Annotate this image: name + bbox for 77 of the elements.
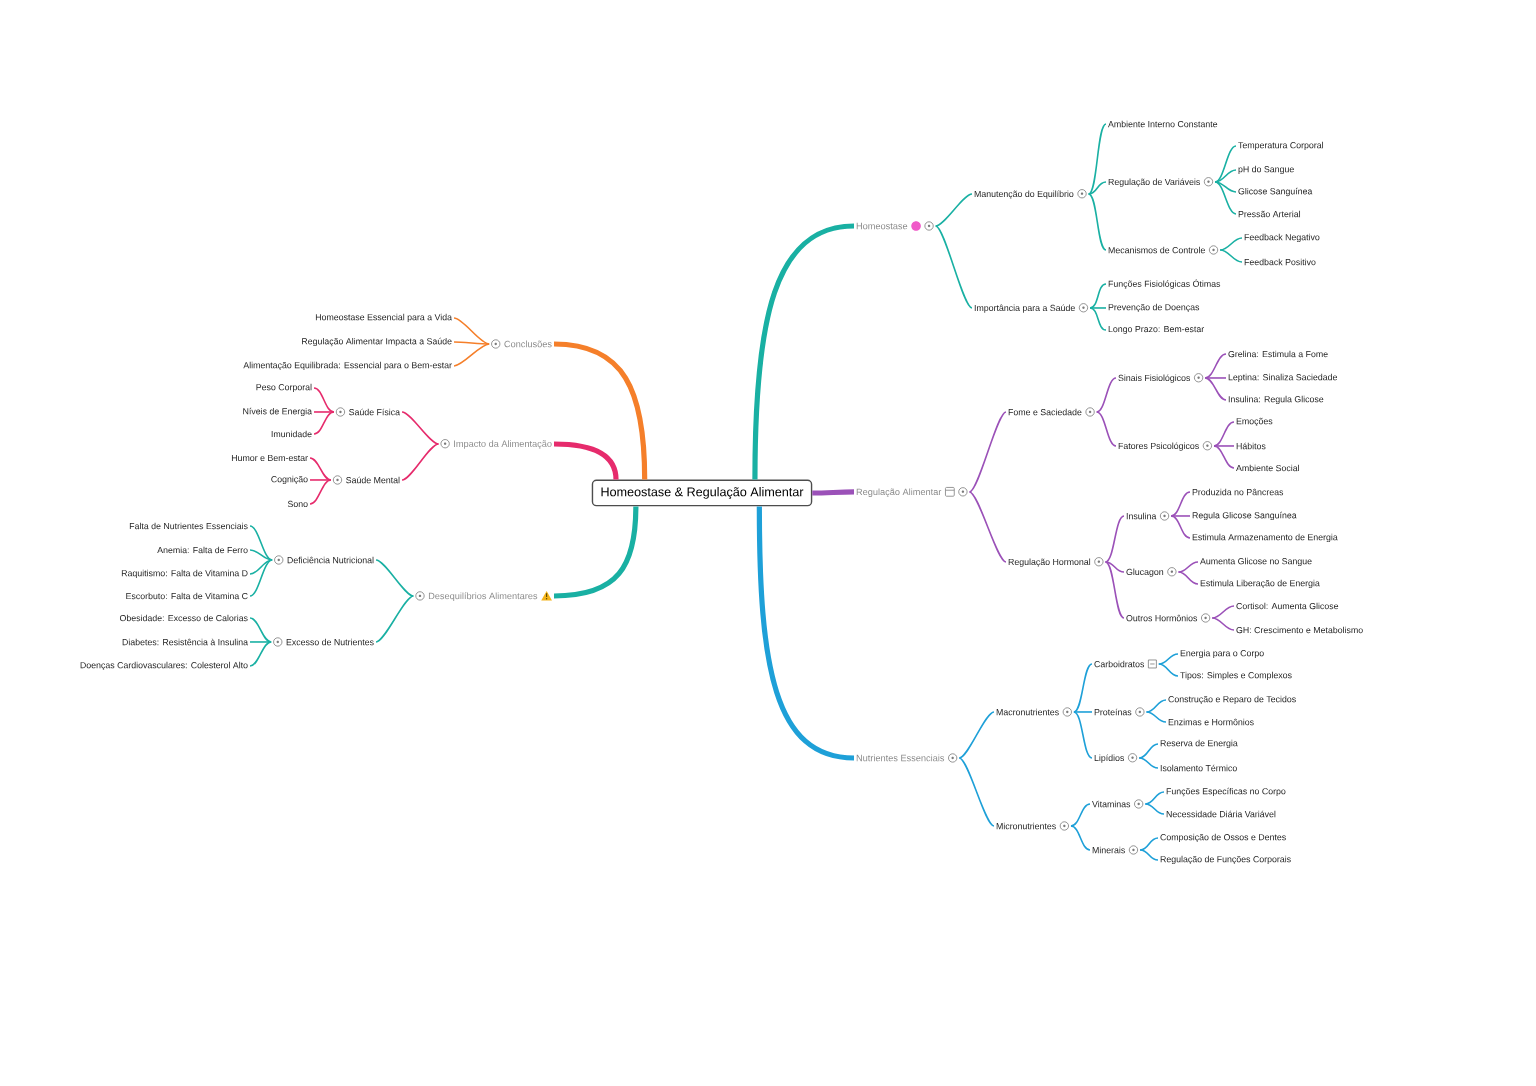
branch-line bbox=[1219, 237, 1243, 251]
branch-line bbox=[1139, 849, 1159, 861]
branch-line bbox=[453, 341, 490, 345]
branch-line bbox=[313, 387, 335, 413]
branch-line bbox=[1145, 711, 1167, 723]
branch-line bbox=[1070, 825, 1091, 851]
branch-line bbox=[1204, 377, 1227, 379]
branch-line bbox=[1104, 561, 1125, 573]
branch-line bbox=[1214, 145, 1237, 183]
branch-line bbox=[313, 411, 335, 413]
branch-line bbox=[968, 411, 1007, 493]
branch-line bbox=[934, 193, 973, 227]
branch-line bbox=[1070, 803, 1091, 827]
branch-line bbox=[1204, 353, 1227, 379]
branch-line bbox=[375, 595, 415, 643]
branch-line bbox=[1158, 653, 1179, 665]
branch-line bbox=[958, 757, 995, 827]
branch-line bbox=[313, 411, 335, 435]
branch-line bbox=[958, 711, 995, 759]
branch-line bbox=[1219, 249, 1243, 263]
branch-line bbox=[309, 479, 332, 505]
branch-line bbox=[1087, 181, 1107, 195]
branch-line bbox=[249, 559, 273, 597]
branch-line bbox=[401, 443, 440, 481]
branch-line bbox=[1170, 515, 1191, 517]
branch-line bbox=[968, 491, 1007, 563]
branch-line bbox=[553, 506, 639, 599]
branch-line bbox=[1145, 699, 1167, 713]
branch-line bbox=[1211, 617, 1235, 631]
branch-line bbox=[1214, 169, 1237, 183]
branch-line bbox=[1144, 803, 1165, 815]
branch-line bbox=[1138, 757, 1159, 769]
branch-line bbox=[1095, 411, 1117, 447]
branch-line bbox=[1158, 663, 1179, 677]
branch-line bbox=[1213, 421, 1235, 447]
branch-line bbox=[1213, 445, 1235, 447]
branch-line bbox=[249, 641, 272, 667]
branch-line bbox=[309, 479, 332, 481]
branch-line bbox=[375, 559, 415, 597]
branch-line bbox=[1170, 491, 1191, 517]
branch-line bbox=[401, 411, 440, 445]
branch-line bbox=[1104, 515, 1125, 563]
branch-line bbox=[1089, 307, 1107, 309]
branch-line bbox=[1139, 837, 1159, 851]
branch-line bbox=[1204, 377, 1227, 401]
branch-line bbox=[553, 341, 648, 480]
branch-line bbox=[1144, 791, 1165, 805]
branch-line bbox=[1073, 711, 1093, 713]
branch-line bbox=[934, 225, 973, 309]
branch-line bbox=[1073, 711, 1093, 759]
branch-line bbox=[756, 506, 855, 761]
branch-line bbox=[1087, 193, 1107, 251]
branch-line bbox=[249, 617, 272, 643]
branch-line bbox=[453, 317, 490, 345]
branch-line bbox=[249, 525, 273, 561]
branch-line bbox=[1214, 181, 1237, 215]
branch-line bbox=[1211, 605, 1235, 619]
branch-line bbox=[1170, 515, 1191, 539]
branch-line bbox=[1214, 181, 1237, 193]
branch-line bbox=[309, 457, 332, 481]
branch-line bbox=[1089, 307, 1107, 331]
branch-line bbox=[1095, 377, 1117, 413]
branch-line bbox=[1073, 663, 1093, 713]
branch-line bbox=[249, 559, 273, 575]
branch-line bbox=[1177, 561, 1199, 573]
branch-line bbox=[752, 223, 855, 480]
branch-line bbox=[1104, 561, 1125, 619]
branch-line bbox=[453, 343, 490, 367]
branch-line bbox=[249, 641, 272, 643]
branch-line bbox=[1177, 571, 1199, 585]
branch-line bbox=[1213, 445, 1235, 469]
branch-line bbox=[553, 441, 619, 480]
branch-line bbox=[1089, 283, 1107, 309]
branch-line bbox=[1087, 123, 1107, 195]
branch-line bbox=[249, 549, 273, 561]
branch-line bbox=[1138, 743, 1159, 759]
branch-line bbox=[812, 489, 855, 496]
